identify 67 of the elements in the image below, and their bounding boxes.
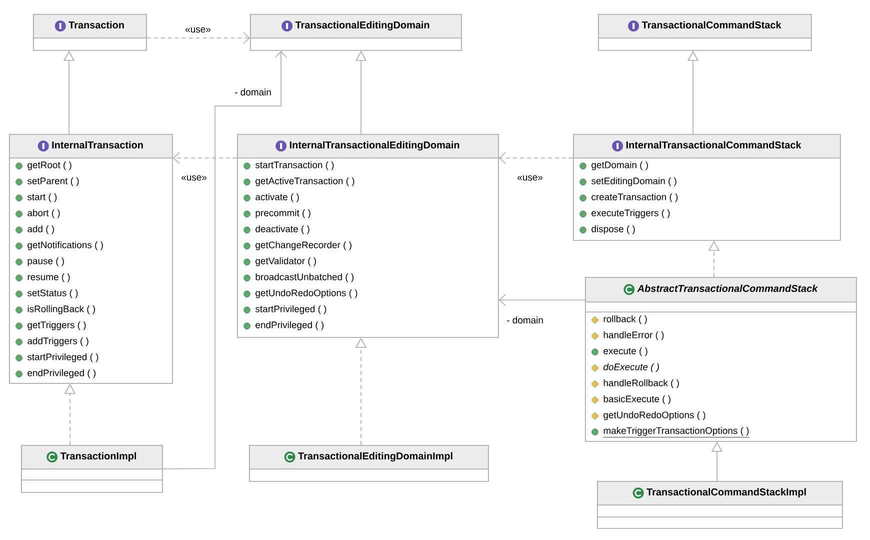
class-box (584, 277, 857, 442)
class-box (598, 14, 812, 51)
method-label: endPrivileged ( ) (28, 369, 96, 378)
method-label: startPrivileged ( ) (27, 353, 98, 362)
method-label: precommit ( ) (256, 209, 310, 218)
method-label: getTriggers ( ) (28, 321, 86, 330)
method-label: basicExecute ( ) (604, 395, 670, 404)
method-label: doExecute ( ) (604, 363, 659, 372)
method-label: execute ( ) (604, 347, 648, 356)
class-header: InternalTransactionalEditingDomain (290, 141, 460, 150)
class-header: TransactionalEditingDomainImpl (298, 452, 452, 462)
class-header: TransactionalEditingDomain (295, 21, 430, 30)
class-header: Transaction (68, 21, 124, 28)
method-label: deactivate ( ) (256, 225, 310, 234)
class-header: TransactionImpl (60, 452, 136, 462)
class-header: TransactionalCommandStackImpl (646, 488, 806, 498)
method-label: getActiveTransaction ( ) (256, 177, 354, 186)
method-label: makeTriggerTransactionOptions ( ) (603, 427, 750, 438)
method-label: executeTriggers ( ) (592, 209, 670, 218)
class-box (20, 445, 163, 493)
method-label: getChangeRecorder ( ) (256, 241, 352, 250)
edge-label: - domain (234, 88, 272, 96)
class-box (250, 14, 462, 51)
method-label: activate ( ) (256, 193, 299, 202)
method-label: getRoot ( ) (28, 161, 72, 170)
method-label: startTransaction ( ) (255, 161, 334, 170)
connector (172, 152, 238, 164)
class-box (596, 481, 843, 529)
connector (146, 32, 250, 44)
method-label: endPrivileged ( ) (256, 321, 324, 330)
connector (162, 50, 287, 470)
method-label: startPrivileged ( ) (255, 305, 326, 314)
method-label: getNotifications ( ) (28, 241, 103, 250)
method-label: getDomain ( ) (592, 161, 648, 170)
method-label: dispose ( ) (592, 225, 635, 234)
method-label: getUndoRedoOptions ( ) (256, 289, 358, 298)
method-label: add ( ) (28, 225, 54, 234)
method-label: setParent ( ) (27, 177, 79, 186)
method-label: getValidator ( ) (256, 257, 316, 266)
edge-label: «use» (516, 174, 544, 182)
method-label: addTriggers ( ) (28, 337, 88, 346)
method-label: setEditingDomain ( ) (591, 177, 676, 186)
method-label: getUndoRedoOptions ( ) (604, 411, 706, 420)
class-box (32, 14, 147, 51)
edge-label: «use» (184, 26, 212, 34)
class-header: TransactionalCommandStack (642, 21, 782, 28)
connector (498, 294, 586, 306)
method-label: setStatus ( ) (27, 289, 78, 298)
connector (498, 152, 574, 164)
method-label: abort ( ) (28, 209, 60, 218)
class-header: InternalTransaction (52, 141, 143, 148)
edge-label: «use» (180, 174, 208, 182)
method-label: isRollingBack ( ) (28, 305, 95, 314)
method-label: broadcastUnbatched ( ) (256, 273, 354, 282)
method-label: pause ( ) (28, 257, 64, 266)
method-label: resume ( ) (28, 273, 70, 282)
method-label: createTransaction ( ) (592, 193, 678, 202)
class-box (572, 134, 841, 241)
method-label: start ( ) (27, 193, 57, 202)
class-header: AbstractTransactionalCommandStack (637, 284, 818, 292)
method-label: rollback ( ) (604, 315, 647, 324)
edge-label: - domain (506, 316, 544, 324)
method-label: handleError ( ) (604, 331, 664, 340)
class-header: InternalTransactionalCommandStack (626, 141, 802, 148)
class-box (248, 445, 489, 482)
class-box (236, 134, 499, 338)
method-label: handleRollback ( ) (604, 379, 679, 388)
